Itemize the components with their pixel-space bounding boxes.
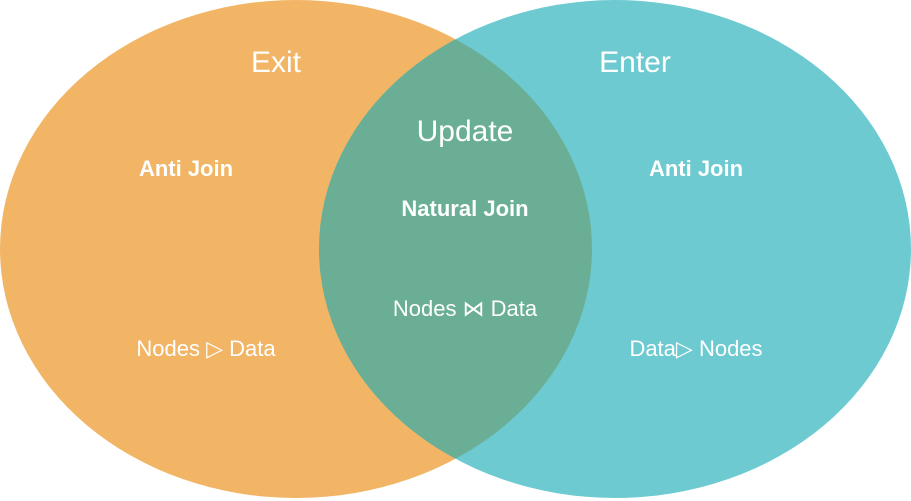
update-title: Update: [417, 115, 514, 148]
update-expression: Nodes ⋈ Data: [393, 296, 538, 321]
exit-title: Exit: [251, 46, 302, 79]
exit-expression: Nodes ▷ Data: [136, 336, 276, 361]
update-intersection-region: [319, 0, 592, 498]
update-join-label: Natural Join: [401, 196, 528, 221]
enter-expression: Data▷ Nodes: [629, 336, 762, 361]
enter-title: Enter: [599, 46, 671, 79]
exit-join-label: Anti Join: [139, 156, 233, 181]
enter-join-label: Anti Join: [649, 156, 743, 181]
